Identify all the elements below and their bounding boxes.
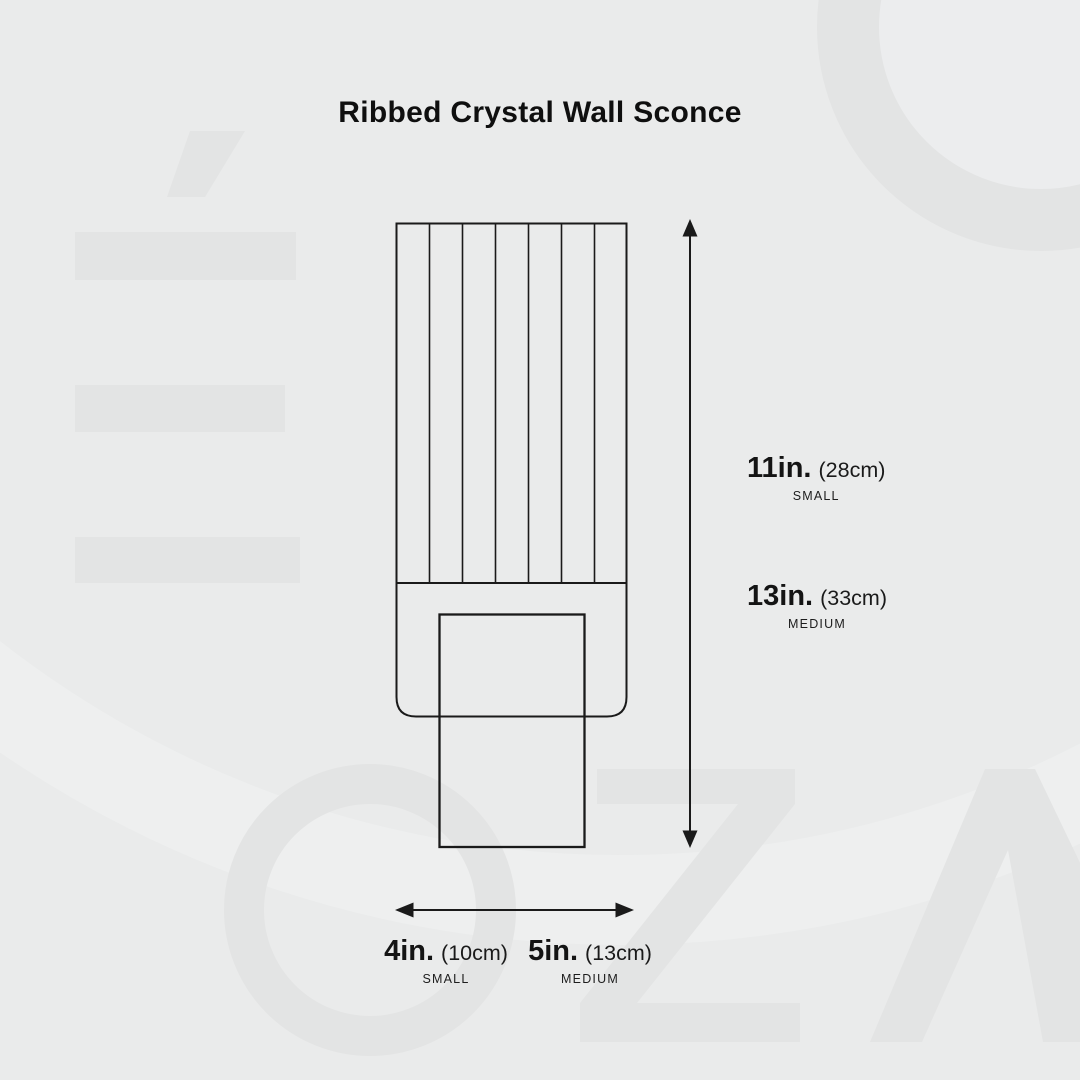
sconce-backplate-outline <box>438 613 586 849</box>
sconce-shade-outline <box>395 222 628 584</box>
arrowhead-left-icon <box>395 902 414 918</box>
height-small-size-tag: SMALL <box>792 489 840 503</box>
height-label-small: 11in.(28cm) SMALL <box>747 452 885 503</box>
watermark-ring-icon <box>817 0 1080 251</box>
height-small-value-row: 11in.(28cm) <box>747 452 885 484</box>
watermark-e-bar-top <box>75 232 296 280</box>
sconce-rib-lines <box>428 224 596 582</box>
height-medium-size-tag: MEDIUM <box>788 617 846 631</box>
width-label-small: 4in.(10cm) SMALL <box>384 935 508 986</box>
sconce-body-outline <box>395 582 628 718</box>
watermark-light-swoosh <box>0 0 1080 900</box>
width-medium-value-row: 5in.(13cm) <box>528 935 652 967</box>
width-small-value: 4in. <box>384 935 435 967</box>
height-small-metric: (28cm) <box>818 458 886 482</box>
width-small-size-tag: SMALL <box>422 972 470 986</box>
width-dimension-arrow <box>395 902 634 918</box>
width-small-metric: (10cm) <box>441 941 508 965</box>
arrowhead-right-icon <box>615 902 634 918</box>
width-medium-size-tag: MEDIUM <box>561 972 619 986</box>
arrowhead-down-icon <box>682 830 698 848</box>
width-medium-value: 5in. <box>528 935 579 967</box>
watermark-e-acute-accent-icon <box>167 131 245 197</box>
height-medium-value-row: 13in.(33cm) <box>747 580 887 612</box>
arrowhead-up-icon <box>682 219 698 237</box>
height-medium-value: 13in. <box>747 580 814 612</box>
width-small-value-row: 4in.(10cm) <box>384 935 508 967</box>
width-medium-metric: (13cm) <box>585 941 652 965</box>
watermark-e-bar-middle <box>75 385 285 432</box>
watermark-letter-a-icon <box>870 769 1080 1042</box>
height-dimension-arrow <box>682 219 698 848</box>
height-medium-metric: (33cm) <box>820 586 887 610</box>
watermark-letter-z-icon <box>580 769 800 1042</box>
page-title: Ribbed Crystal Wall Sconce <box>338 96 742 129</box>
height-small-value: 11in. <box>747 452 812 484</box>
watermark-e-bar-bottom <box>75 537 300 583</box>
width-label-medium: 5in.(13cm) MEDIUM <box>528 935 652 986</box>
height-label-medium: 13in.(33cm) MEDIUM <box>747 580 887 631</box>
